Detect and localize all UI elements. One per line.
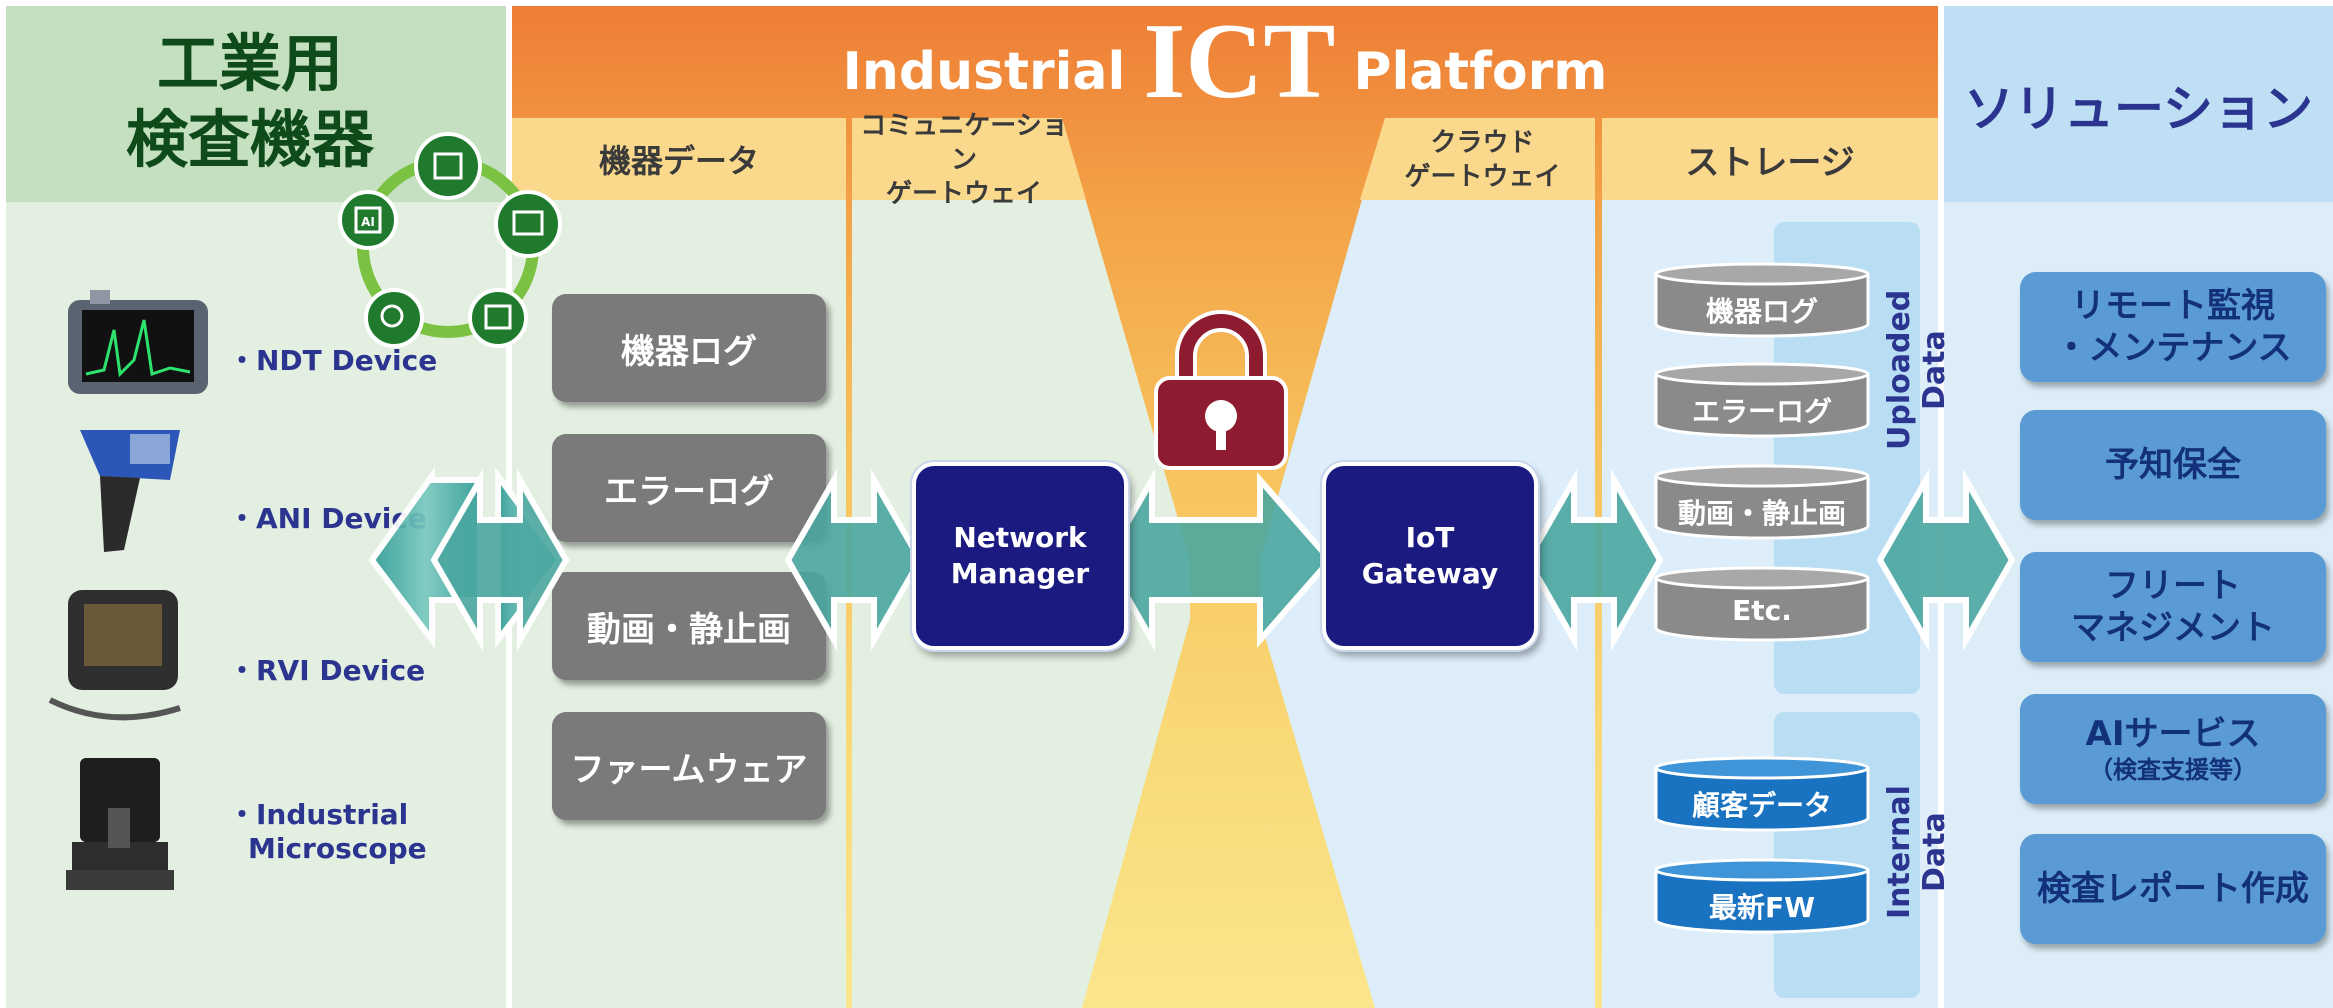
arrow-network-cloud [1102, 468, 1334, 652]
uploaded-db-label: エラーログ [1691, 395, 1832, 428]
internal-db-label: 顧客データ [1691, 789, 1832, 822]
internal-db-label: 最新FW [1708, 891, 1815, 924]
solution-line: AIサービス [2085, 714, 2261, 754]
uploaded-db-item[interactable]: 動画・静止画 [1654, 464, 1870, 540]
internal-data-label: Internal Data [1882, 785, 1952, 919]
device-data-item[interactable]: エラーログ [552, 434, 826, 542]
solution-remote-monitoring[interactable]: リモート監視 ・メンテナンス [2020, 272, 2326, 382]
platform-title-main: ICT [1143, 2, 1336, 121]
left-title: 工業用 検査機器 [40, 22, 460, 182]
platform-title: Industrial ICT Platform [512, 0, 1938, 121]
uploaded-db-item[interactable]: 機器ログ [1654, 262, 1870, 338]
ndt-device-photo [68, 290, 208, 394]
solution-line: 検査レポート作成 [2037, 869, 2309, 909]
device-data-item[interactable]: 機器ログ [552, 294, 826, 402]
platform-title-pre: Industrial [842, 42, 1126, 102]
arrow-gateway-storage [1524, 468, 1664, 652]
solution-line: リモート監視 [2071, 286, 2275, 326]
solution-sub-line: （検査支援等） [2089, 756, 2257, 784]
uploaded-db-item[interactable]: エラーログ [1654, 362, 1870, 438]
iot-gateway-box[interactable]: IoT Gateway [1322, 462, 1538, 650]
device-label-microscope: ・Industrial Microscope [228, 798, 427, 866]
solution-inspection-report[interactable]: 検査レポート作成 [2020, 834, 2326, 944]
microscope-line2: Microscope [248, 832, 427, 865]
solution-title: ソリューション [1964, 80, 2313, 138]
internal-db-item[interactable]: 顧客データ [1654, 756, 1870, 832]
network-manager-box[interactable]: Network Manager [912, 462, 1128, 650]
column-cloud-gateway: クラウド ゲートウェイ [1370, 124, 1595, 196]
solution-ai-service[interactable]: AIサービス （検査支援等） [2020, 694, 2326, 804]
right-header [1944, 6, 2333, 202]
uploaded-db-label: Etc. [1732, 594, 1792, 627]
column-storage: ストレージ [1685, 142, 1855, 183]
uploaded-db-item[interactable]: Etc. [1654, 566, 1870, 642]
solution-fleet-management[interactable]: フリート マネジメント [2020, 552, 2326, 662]
rvi-device-photo [48, 590, 181, 721]
uploaded-data-label: Uploaded Data [1882, 289, 1952, 451]
left-title-line2: 検査機器 [125, 103, 374, 176]
solution-line: フリート [2105, 566, 2241, 606]
solution-line: マネジメント [2071, 608, 2275, 648]
column-comm-gateway: コミュニケーション ゲートウェイ [852, 111, 1076, 209]
network-manager-line1: Network [953, 521, 1087, 554]
cloud-gateway-line2: ゲートウェイ [1404, 162, 1561, 192]
cloud-gateway-line1: クラウド [1430, 128, 1535, 158]
microscope-photo [66, 758, 174, 890]
solution-line: ・メンテナンス [2054, 328, 2292, 368]
internal-db-item[interactable]: 最新FW [1654, 858, 1870, 934]
uploaded-db-label: 機器ログ [1705, 295, 1818, 328]
arrow-storage-solution [1876, 468, 2016, 652]
uploaded-db-label: 動画・静止画 [1677, 497, 1846, 530]
microscope-line1: ・Industrial [228, 798, 409, 831]
platform-title-post: Platform [1353, 42, 1608, 102]
device-data-item[interactable]: 動画・静止画 [552, 572, 826, 680]
column-device-data: 機器データ [598, 142, 759, 180]
ani-device-photo [80, 430, 180, 552]
lock-icon [1154, 310, 1288, 470]
device-data-item[interactable]: ファームウェア [552, 712, 826, 820]
arrow-data-network [784, 468, 924, 652]
network-manager-line2: Manager [950, 557, 1090, 590]
ai-cycle-icon: AI [338, 132, 562, 348]
arrow-left-devices [430, 468, 570, 652]
iot-gateway-line2: Gateway [1361, 557, 1499, 590]
solution-line: 予知保全 [2105, 445, 2241, 485]
comm-gateway-line1: コミュニケーション [860, 111, 1068, 175]
left-title-line1: 工業用 [156, 27, 343, 100]
solution-predictive-maintenance[interactable]: 予知保全 [2020, 410, 2326, 520]
iot-gateway-line1: IoT [1405, 521, 1455, 554]
comm-gateway-line2: ゲートウェイ [885, 179, 1042, 209]
device-label-ndt: ・NDT Device [228, 344, 438, 377]
device-label-rvi: ・RVI Device [228, 654, 426, 687]
svg-text:AI: AI [361, 215, 375, 229]
